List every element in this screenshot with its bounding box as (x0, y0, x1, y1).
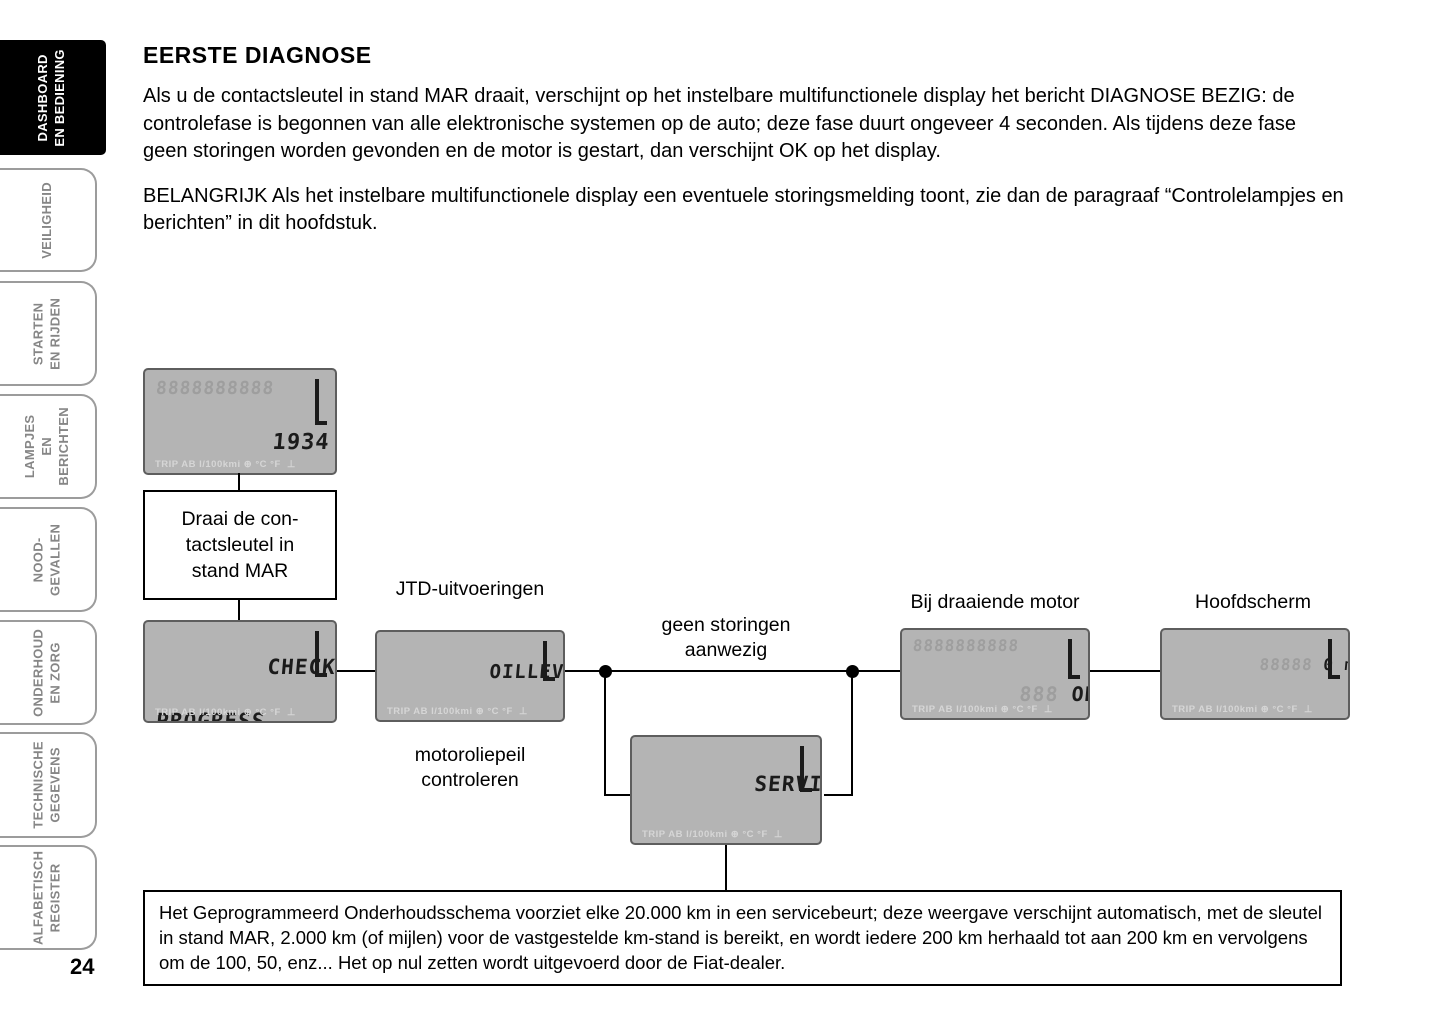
display-check-in-progress: CHECK IN8 PROGRESS TRIP AB l/100kmi ⊕ °C… (143, 620, 337, 723)
connector-line (604, 794, 632, 796)
connector-line (604, 671, 606, 796)
connector-line (824, 794, 853, 796)
sidebar-tab-alfabetisch-register: ALFABETISCH REGISTER (0, 845, 97, 950)
lcd-caption: TRIP AB l/100kmi ⊕ °C °F ⊥ (912, 704, 1053, 715)
lcd-row: SERVICE88 (642, 747, 820, 823)
fuel-gauge-icon (311, 379, 327, 425)
connector-line (238, 473, 240, 492)
sidebar-tab-onderhoud-en-zorg: ONDERHOUD EN ZORG (0, 620, 97, 725)
connector-line (851, 671, 853, 796)
lcd-ghost-row: 8888888888 (155, 378, 276, 399)
clock-value: 1934 (271, 429, 331, 455)
instruction-box-key-mar: Draai de con- tactsleutel in stand MAR (143, 490, 337, 600)
lcd-row: OILLEVEL88 (387, 638, 563, 706)
lcd-caption: TRIP AB l/100kmi ⊕ °C °F ⊥ (387, 706, 528, 717)
lcd-ghost-segments: 88888 (1258, 655, 1325, 675)
ok-value: OK (1070, 682, 1090, 707)
label-no-faults: geen storingen aanwezig (661, 614, 791, 662)
sidebar-tab-technische-gegevens: TECHNISCHE GEGEVENS (0, 732, 97, 838)
lcd-ghost-segments: 888 (1323, 718, 1350, 720)
fuel-gauge-icon (796, 746, 812, 792)
lcd-ghost-segments: 888 8 (328, 433, 335, 454)
lcd-caption: TRIP AB l/100kmi ⊕ °C °F ⊥ (155, 707, 296, 718)
fuel-gauge-icon (311, 631, 327, 677)
display-ok: 8888888888 888 OK 888 TRIP AB l/100kmi ⊕… (900, 628, 1090, 720)
display-oil-level: OILLEVEL88 00000 888 - - - - - TRIP AB l… (375, 630, 565, 722)
sidebar-tab-dashboard-en-bediening: DASHBOARD EN BEDIENING (0, 40, 106, 155)
main-clock: 1934 (1274, 718, 1326, 720)
page-title: EERSTE DIAGNOSE (143, 42, 372, 68)
paragraph-1: Als u de contactsleutel in stand MAR dra… (143, 85, 1296, 163)
connector-line (565, 670, 900, 672)
lcd-ghost-row: 8888888888 (912, 636, 1021, 655)
label-oil-check: motoroliepeil controleren (414, 744, 526, 792)
paragraph-2: BELANGRIJK Als het instelbare multifunct… (143, 184, 1344, 235)
display-main-screen: 88888 0 mi▴ 1934 888 20 TRIP AB l/100kmi… (1160, 628, 1350, 720)
lcd-ghost-segments: 888 (1018, 682, 1073, 707)
lcd-caption: TRIP AB l/100kmi ⊕ °C °F ⊥ (642, 829, 783, 840)
display-clock: 8888888888 1934 888 8 TRIP AB l/100kmi ⊕… (143, 368, 337, 475)
page-number: 24 (70, 954, 95, 979)
sidebar-tab-lampjes-en-berichten: LAMPJES EN BERICHTEN (0, 394, 97, 499)
fuel-gauge-icon (1064, 639, 1080, 679)
fuel-gauge-icon (539, 641, 555, 681)
display-service: SERVICE88 1758 mi▴ TRIP AB l/100kmi ⊕ °C… (630, 735, 822, 845)
lcd-caption: TRIP AB l/100kmi ⊕ °C °F ⊥ (1172, 704, 1313, 715)
service-note-box: Het Geprogrammeerd Onderhoudsschema voor… (143, 890, 1342, 986)
connector-line (238, 598, 240, 622)
label-engine-running: Bij draaiende motor (910, 591, 1080, 613)
connector-line (725, 845, 727, 891)
label-main-screen: Hoofdscherm (1195, 591, 1311, 613)
sidebar-tab-starten-en-rijden: STARTEN EN RIJDEN (0, 281, 97, 386)
sidebar-tab-noodgevallen: NOOD- GEVALLEN (0, 507, 97, 612)
connector-line (1090, 670, 1160, 672)
sidebar-tab-veiligheid: VEILIGHEID (0, 168, 97, 272)
fuel-gauge-icon (1324, 639, 1340, 679)
lcd-caption: TRIP AB l/100kmi ⊕ °C °F ⊥ (155, 459, 296, 470)
lcd-row: CHECK IN8 (155, 630, 335, 706)
connector-line (337, 670, 375, 672)
main-content: EERSTE DIAGNOSE Als u de contactsleutel … (143, 42, 1345, 255)
label-jtd-versions: JTD-uitvoeringen (395, 578, 545, 600)
lcd-row: 88888 0 mi▴ (1172, 636, 1348, 694)
